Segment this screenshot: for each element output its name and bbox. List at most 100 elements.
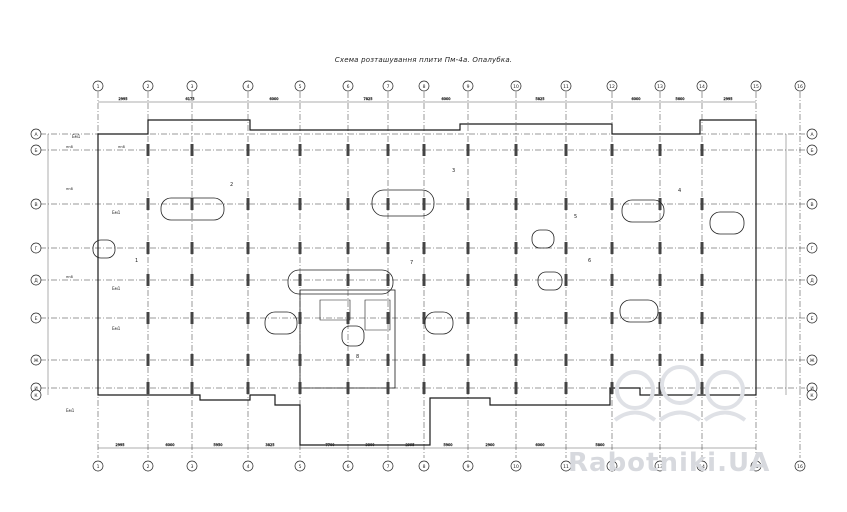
- column-mark: [246, 144, 250, 156]
- callout-box-left-low: [264, 311, 298, 335]
- axis-label: 11: [563, 464, 569, 470]
- axis-bubble: [142, 80, 154, 92]
- callout-box-7: [287, 269, 394, 295]
- axis-label: 12: [609, 84, 615, 90]
- axis-bubble: [30, 144, 42, 156]
- axis-bubble: [294, 460, 306, 472]
- axis-label: 5: [299, 464, 302, 470]
- axis-label: 16: [797, 84, 803, 90]
- axis-bubble: [30, 274, 42, 286]
- column-mark: [700, 354, 704, 366]
- axis-bubble: [30, 198, 42, 210]
- column-mark: [422, 144, 426, 156]
- axis-bubble: [30, 389, 42, 401]
- column-mark: [564, 274, 568, 286]
- axis-bubble: [294, 80, 306, 92]
- axis-bubble: [30, 128, 42, 140]
- axis-bubble: [806, 128, 818, 140]
- top-dim-text: 2995: [119, 97, 128, 101]
- axis-label: Г: [811, 246, 814, 252]
- bottom-dim-text: 5800: [596, 443, 605, 447]
- axis-label: 12: [609, 464, 615, 470]
- column-mark: [386, 354, 390, 366]
- column-mark: [190, 242, 194, 254]
- column-mark: [298, 198, 302, 210]
- column-mark: [658, 382, 662, 394]
- callout-box-far-right: [709, 211, 745, 235]
- column-mark: [190, 312, 194, 324]
- axis-label: 14: [699, 464, 705, 470]
- axis-bubble: [806, 389, 818, 401]
- column-mark: [386, 382, 390, 394]
- slab-mark: Бм1: [112, 286, 121, 291]
- axis-bubble: [342, 80, 354, 92]
- axis-bubble: [510, 80, 522, 92]
- axis-label: Г: [35, 246, 38, 252]
- axis-bubble: [142, 460, 154, 472]
- axis-bubble: [606, 460, 618, 472]
- top-dim-text: 6175: [186, 97, 195, 101]
- section-mark: пп8: [66, 145, 73, 149]
- axis-label: В: [810, 202, 813, 208]
- axis-label: 6: [347, 464, 350, 470]
- column-mark: [422, 198, 426, 210]
- column-mark: [346, 312, 350, 324]
- axis-bubble: [806, 274, 818, 286]
- column-mark: [658, 274, 662, 286]
- axis-bubble: [654, 80, 666, 92]
- column-mark: [422, 242, 426, 254]
- top-dim-text: 5825: [536, 97, 545, 101]
- axis-label: И: [810, 386, 813, 392]
- bottom-dim-text: 3825: [266, 443, 275, 447]
- axis-bubble: [242, 460, 254, 472]
- axis-label: 16: [797, 464, 803, 470]
- axis-label: Б: [34, 148, 37, 154]
- axis-bubble: [750, 460, 762, 472]
- axis-bubble: [794, 460, 806, 472]
- column-mark: [346, 354, 350, 366]
- column-mark: [246, 198, 250, 210]
- axis-bubble: [654, 460, 666, 472]
- axis-label: 15: [753, 84, 759, 90]
- axis-label: 1: [97, 464, 100, 470]
- column-mark: [514, 144, 518, 156]
- column-mark: [146, 274, 150, 286]
- axis-bubble: [806, 312, 818, 324]
- axis-bubble: [806, 144, 818, 156]
- inner-core: [299, 289, 396, 389]
- column-mark: [610, 312, 614, 324]
- bottom-dim-text: 2995: [116, 443, 125, 447]
- column-mark: [700, 312, 704, 324]
- axis-bubble: [806, 198, 818, 210]
- axis-label: 13: [657, 464, 663, 470]
- axis-label: Б: [810, 148, 813, 154]
- axis-label: 2: [147, 84, 150, 90]
- callout-number: 3: [452, 168, 455, 174]
- column-mark: [564, 312, 568, 324]
- column-mark: [466, 198, 470, 210]
- column-mark: [298, 144, 302, 156]
- axis-label: 9: [467, 84, 470, 90]
- axis-label: 10: [513, 84, 519, 90]
- top-dim-text: 6000: [442, 97, 451, 101]
- slab-mark: Бм1: [112, 326, 121, 331]
- column-mark: [466, 274, 470, 286]
- column-mark: [700, 382, 704, 394]
- column-mark: [514, 354, 518, 366]
- column-mark: [610, 242, 614, 254]
- bottom-dim-text: 6000: [166, 443, 175, 447]
- column-mark: [346, 242, 350, 254]
- column-mark: [466, 354, 470, 366]
- axis-label: 1: [97, 84, 100, 90]
- column-mark: [298, 242, 302, 254]
- axis-label: A: [810, 132, 814, 138]
- axis-bubble: [696, 460, 708, 472]
- axis-label: 5: [299, 84, 302, 90]
- callout-box-3: [371, 189, 435, 217]
- bottom-dim-text: 5950: [214, 443, 223, 447]
- column-mark: [146, 198, 150, 210]
- column-mark: [514, 382, 518, 394]
- callout-box-4: [621, 199, 665, 223]
- column-mark: [564, 354, 568, 366]
- axis-label: Ж: [810, 358, 815, 364]
